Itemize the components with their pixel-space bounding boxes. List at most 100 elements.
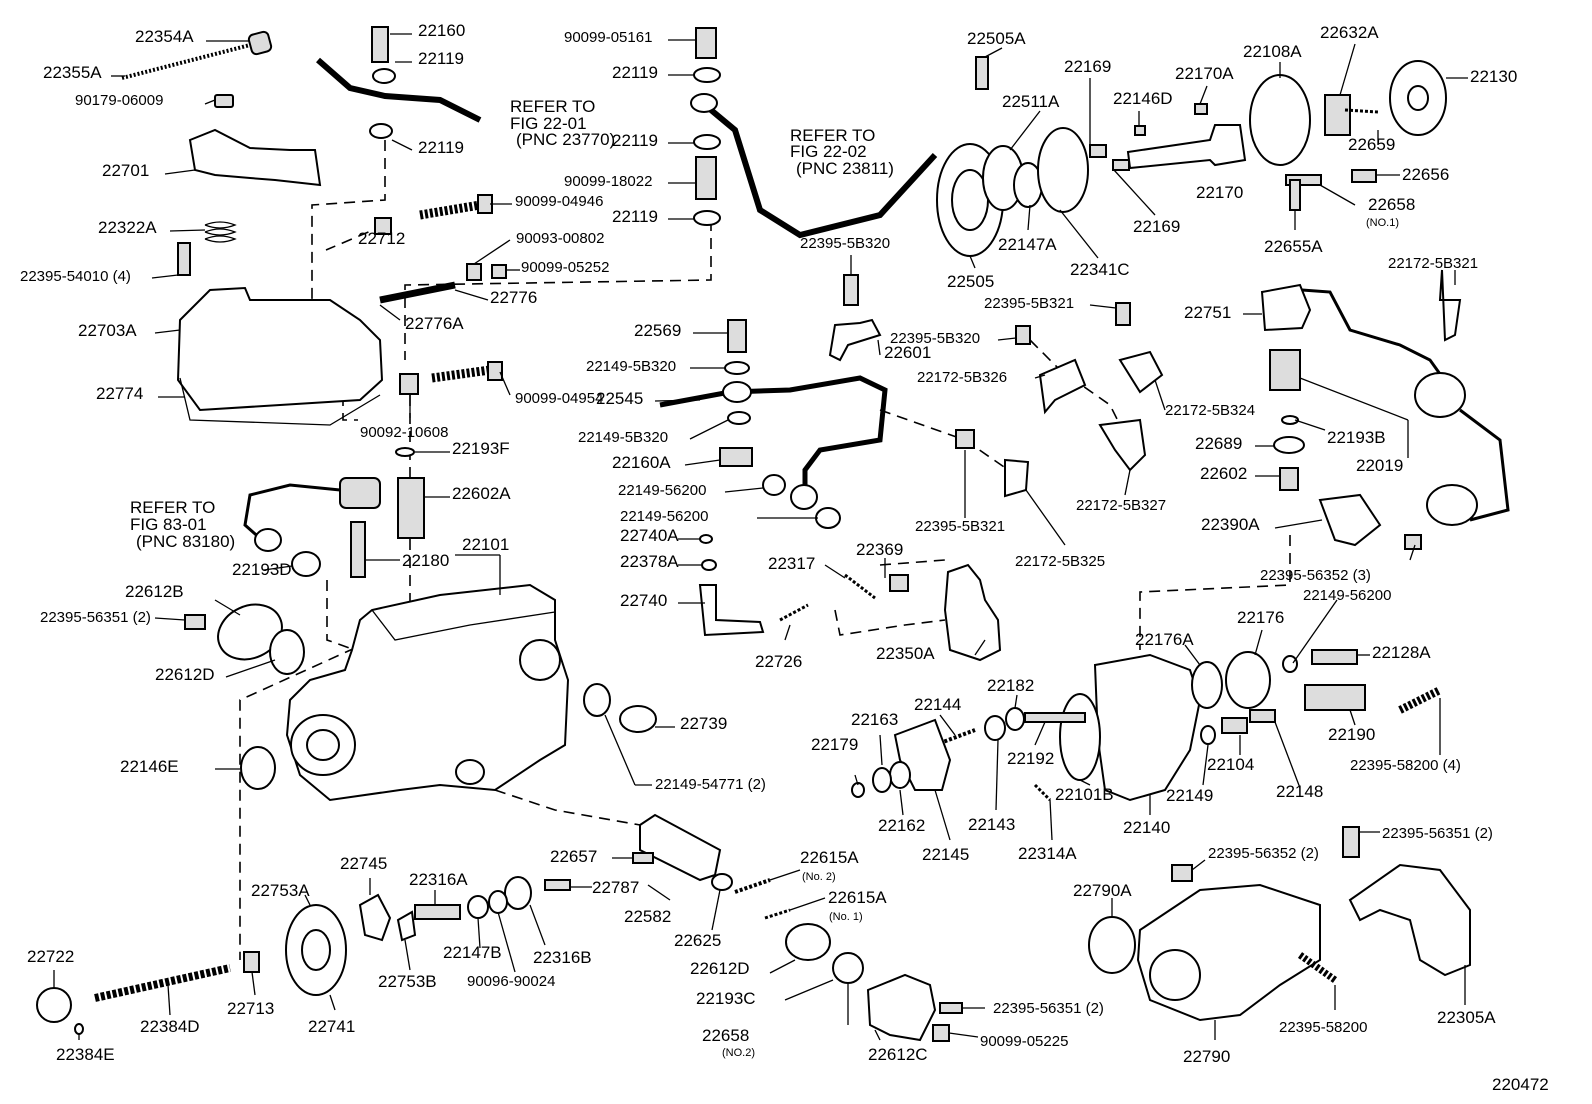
part-label: 22146D (1113, 89, 1173, 108)
spring-22317 (844, 573, 876, 600)
part-label: 22314A (1018, 844, 1077, 863)
ring-22193F (395, 447, 415, 457)
part-label: 22317 (768, 554, 815, 573)
part-label: 22354A (135, 27, 194, 46)
part-shapes (36, 26, 1510, 1042)
sleeve-22582 (639, 813, 722, 882)
housing-22612C (866, 973, 937, 1042)
shaft-22384D (94, 964, 231, 1002)
ring-22149 (1200, 725, 1216, 745)
part-label: 22505A (967, 29, 1026, 48)
part-label: (No. 1) (829, 911, 863, 923)
nut-22722 (36, 987, 72, 1023)
bolt-22160A (719, 447, 753, 467)
part-label: 22774 (96, 384, 143, 403)
part-label: 22130 (1470, 67, 1517, 86)
part-label: 22146E (120, 757, 179, 776)
part-label: 22712 (358, 229, 405, 248)
lever-22740 (698, 584, 765, 637)
assembly-dashed-lines (239, 140, 1291, 960)
part-label: 22149-56200 (1303, 587, 1391, 604)
switch-22019 (1269, 349, 1301, 391)
ref-22-01-line1: REFER TO (510, 97, 595, 116)
part-22632A (1324, 94, 1351, 136)
washer-22119-a (372, 68, 396, 84)
part-label: 90092-10608 (360, 424, 448, 441)
part-label: 22395-58200 (1279, 1019, 1367, 1036)
spring-22659 (1344, 108, 1379, 114)
part-label: 90099-05161 (564, 29, 652, 46)
part-label: 22701 (102, 161, 149, 180)
part-22753B (396, 910, 417, 942)
part-label: 22162 (878, 816, 925, 835)
part-label: 22739 (680, 714, 727, 733)
sensor-83-01 (254, 528, 282, 552)
part-label: 22726 (755, 652, 802, 671)
part-label: 22511A (1002, 92, 1060, 111)
spring-22615A-1 (764, 908, 791, 920)
part-label: 22350A (876, 644, 935, 663)
part-label: 22395-56351 (2) (1382, 825, 1493, 842)
plug-22739 (619, 705, 657, 733)
part-label: 22689 (1195, 434, 1242, 453)
screw-22776 (379, 281, 456, 304)
key-22169-a (1089, 144, 1107, 158)
part-label: 22703A (78, 321, 137, 340)
part-label: 22395-54010 (4) (20, 268, 131, 285)
bolt-22395-5B321-a (1115, 302, 1131, 326)
part-label: 22612C (868, 1045, 928, 1064)
nut-22712 (374, 217, 392, 235)
ring-22790A (1088, 916, 1136, 974)
part-label: 22378A (620, 552, 679, 571)
ring-22193D (291, 551, 321, 577)
part-label: 22147B (443, 943, 502, 962)
part-label: 22193B (1327, 428, 1386, 447)
part-label: 22740A (620, 526, 679, 545)
gasket-22774 (179, 377, 381, 426)
spring-22602 (1279, 467, 1299, 491)
plug-90099-05161 (695, 27, 717, 59)
ring-22162 (889, 761, 911, 789)
part-label: 22192 (1007, 749, 1054, 768)
part-label: 22545 (596, 389, 643, 408)
part-label: 22101B (1055, 785, 1114, 804)
ring-22179 (851, 782, 865, 798)
spring-22314A (1033, 783, 1052, 802)
part-label: 22172-5B324 (1165, 402, 1255, 419)
housing-22108A (1249, 74, 1311, 166)
part-label: 22149-56200 (620, 508, 708, 525)
part-label: (NO.1) (1366, 217, 1399, 229)
part-label: 90099-04954 (515, 390, 603, 407)
gasket-22612D-b (785, 923, 831, 961)
part-label: 22753B (378, 972, 437, 991)
ring-22316B (504, 876, 532, 910)
rod-22192 (1024, 712, 1086, 723)
nut-90093 (466, 263, 482, 281)
part-label: 22119 (418, 49, 464, 68)
part-label: 22180 (402, 551, 449, 570)
part-label: 22160 (418, 21, 465, 40)
part-label: 22601 (884, 343, 931, 362)
key-22169-b (1112, 159, 1130, 171)
part-label: 22569 (634, 321, 681, 340)
part-label: 22395-5B321 (984, 295, 1074, 312)
part-label: 22182 (987, 676, 1034, 695)
part-label: 22657 (550, 847, 597, 866)
part-label: 22658 (702, 1026, 749, 1045)
bolt-22395-5B321-b (955, 429, 975, 449)
washer-22119-b (369, 123, 393, 139)
part-label: 22119 (612, 63, 658, 82)
part-label: 22384E (56, 1045, 115, 1064)
bolt-22395-54010 (177, 242, 191, 276)
sleeve-22602A (397, 477, 425, 539)
part-label: 22193D (232, 560, 292, 579)
part-label: 22193F (452, 439, 510, 458)
valve-22390A (1318, 493, 1382, 547)
part-label: 22119 (418, 138, 464, 157)
bolt-22658 (1285, 174, 1322, 186)
part-22655A (1289, 179, 1301, 211)
part-label: 22655A (1264, 237, 1323, 256)
cover-22703A (176, 286, 384, 412)
weight-22745 (358, 893, 392, 942)
